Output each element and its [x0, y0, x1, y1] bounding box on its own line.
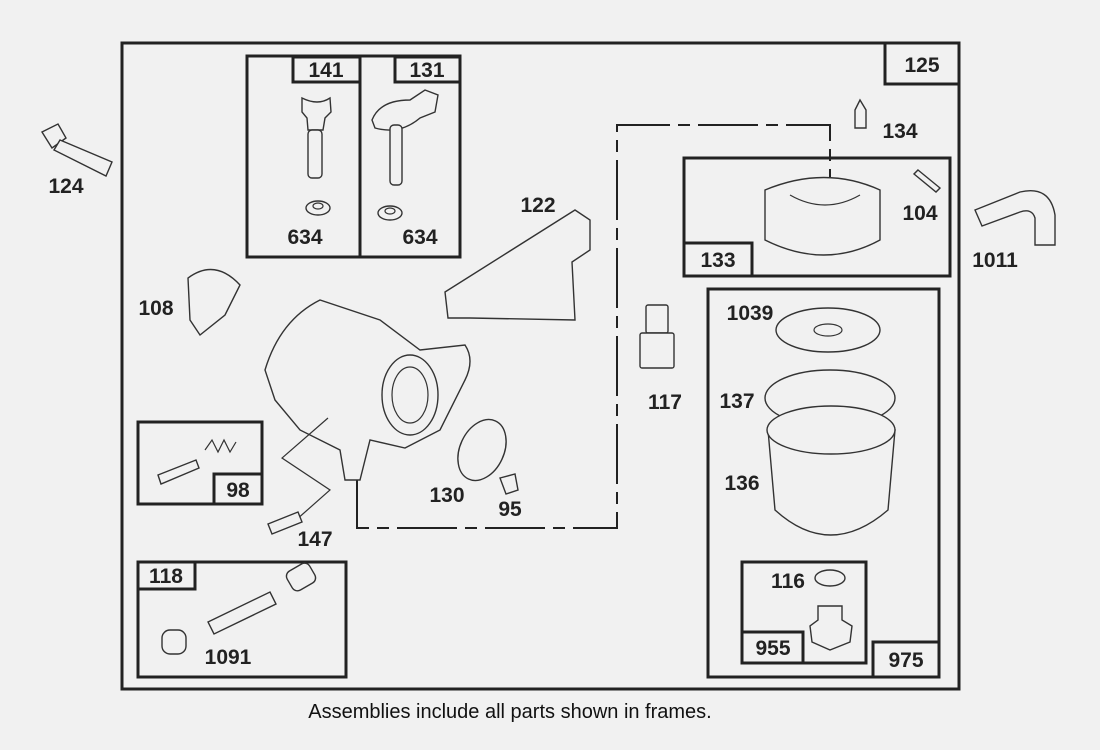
label-box-131: [393, 55, 462, 84]
label-98: 98: [226, 479, 250, 502]
hose-1011-icon: [974, 190, 1056, 246]
label-634-a: 634: [287, 226, 322, 249]
needle-134-icon: [854, 98, 867, 129]
label-634-b: 634: [402, 226, 437, 249]
mixture-screw-1091-icon: [207, 591, 277, 635]
fitting-117-icon: [639, 304, 675, 369]
label-box-955: [740, 630, 805, 665]
label-955: 955: [755, 637, 790, 660]
label-124: 124: [48, 175, 83, 198]
label-122: 122: [520, 194, 555, 217]
label-141: 141: [308, 59, 343, 82]
float-133-icon: [764, 176, 881, 256]
spring-98-icon: [204, 438, 237, 454]
bolt-124-icon: [40, 123, 113, 177]
screw-98-icon: [157, 459, 200, 485]
diagram-caption: Assemblies include all parts shown in fr…: [308, 701, 712, 723]
label-1039: 1039: [727, 302, 774, 325]
label-104: 104: [902, 202, 937, 225]
assembly-frame-133: [682, 156, 952, 278]
jet-131-icon: [371, 89, 439, 221]
wire-147-icon: [281, 417, 331, 521]
label-118: 118: [149, 565, 183, 588]
gasket-122-icon: [444, 209, 591, 321]
washer-116-icon: [814, 569, 846, 587]
screw-147-icon: [267, 511, 303, 535]
label-box-975: [871, 640, 941, 679]
label-117: 117: [648, 391, 682, 414]
idle-screw-141-icon: [301, 96, 332, 216]
label-147: 147: [297, 528, 332, 551]
label-95: 95: [498, 498, 522, 521]
assembly-frame-118: [136, 560, 348, 679]
spring-118-icon: [285, 562, 317, 592]
label-1011: 1011: [972, 249, 1018, 272]
plate-108-icon: [187, 268, 241, 337]
label-box-118: [136, 560, 197, 591]
assembly-frame-98: [136, 420, 264, 506]
pin-104-icon: [912, 169, 942, 193]
label-134: 134: [882, 120, 917, 143]
label-box-125: [883, 41, 961, 86]
bowl-nut-955-icon: [809, 605, 853, 651]
label-box-133: [682, 241, 754, 278]
label-125: 125: [904, 54, 939, 77]
label-108: 108: [138, 297, 173, 320]
label-130: 130: [429, 484, 464, 507]
screw-95-icon: [499, 473, 519, 495]
label-137: 137: [719, 390, 754, 413]
label-116: 116: [771, 570, 805, 593]
assembly-frame-975: [706, 287, 941, 679]
label-133: 133: [700, 249, 735, 272]
label-1091: 1091: [205, 646, 252, 669]
gasket-130-icon: [457, 418, 507, 482]
label-131: 131: [409, 59, 444, 82]
label-136: 136: [724, 472, 759, 495]
carburetor-body-icon: [264, 299, 471, 481]
limiter-cap-icon: [161, 629, 187, 655]
gasket-1039-icon: [775, 307, 881, 353]
bowl-136-icon: [766, 405, 896, 536]
assembly-frame-125: [120, 41, 961, 691]
label-975: 975: [888, 649, 923, 672]
fuel-line-path: [356, 124, 831, 529]
label-box-98: [212, 472, 264, 506]
